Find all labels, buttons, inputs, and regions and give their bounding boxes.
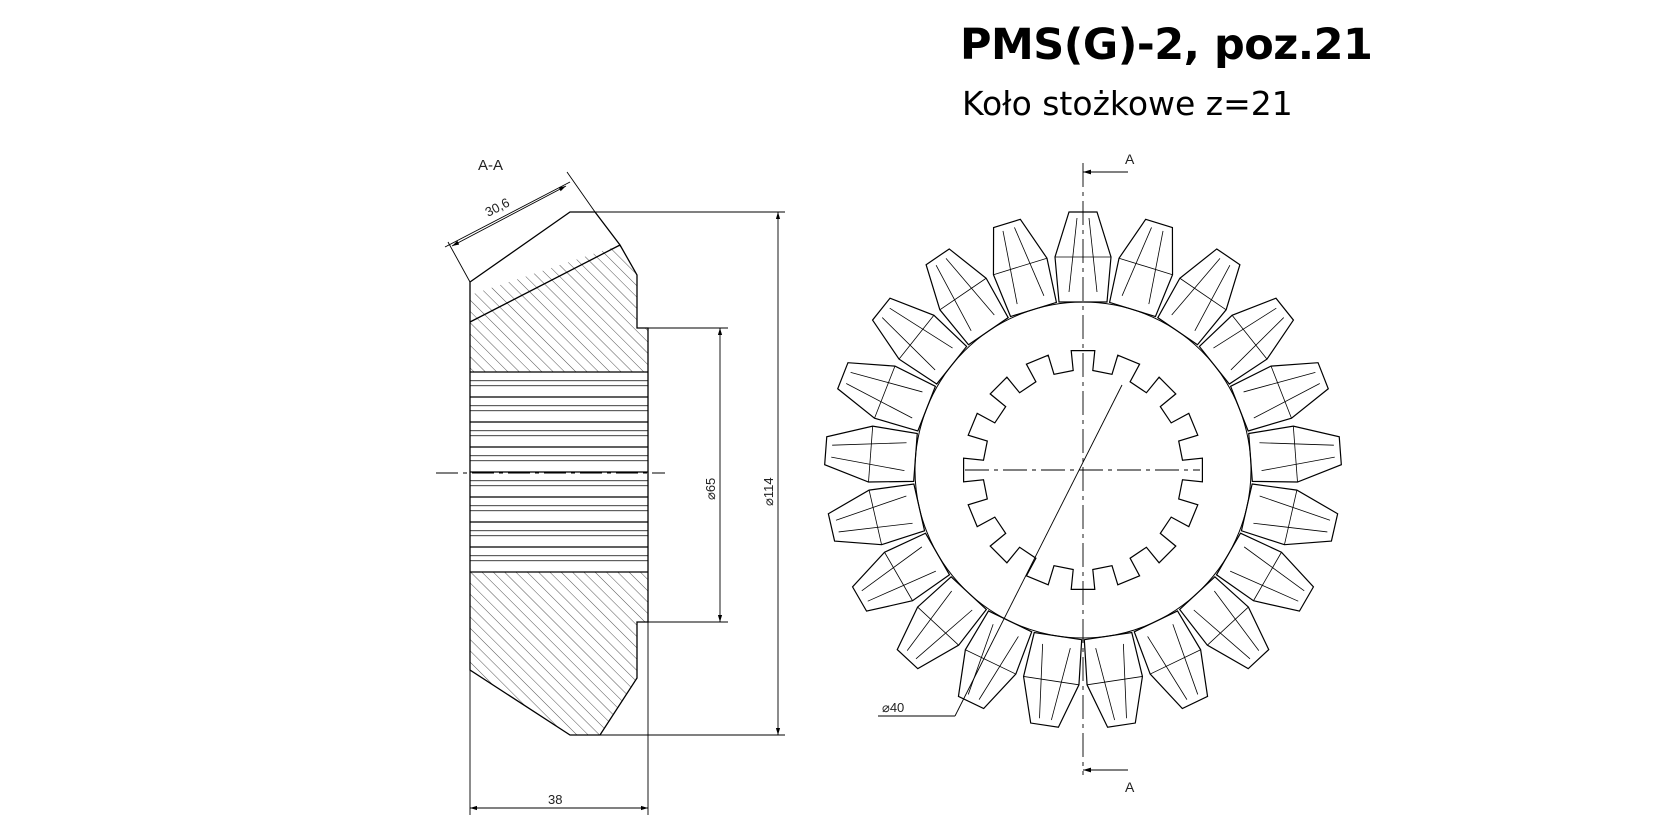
gear-tooth-detail bbox=[1088, 217, 1098, 293]
dim-inner-leader bbox=[954, 384, 1123, 717]
gear-tooth-detail bbox=[898, 315, 935, 360]
gear-tooth-detail bbox=[1150, 649, 1201, 675]
front-view bbox=[824, 163, 1342, 775]
gear-tooth-detail bbox=[1253, 383, 1320, 419]
gear-tooth-detail bbox=[906, 590, 952, 651]
gear-tooth-detail bbox=[993, 257, 1048, 276]
section-hatch-upper bbox=[470, 245, 648, 372]
gear-tooth-detail bbox=[1270, 365, 1292, 419]
dim-face-line bbox=[451, 185, 567, 247]
gear-tooth-detail bbox=[867, 570, 937, 602]
gear-tooth-detail bbox=[889, 307, 953, 349]
gear-tooth-detail bbox=[945, 258, 995, 316]
dim-bore-text: ⌀65 bbox=[703, 478, 718, 500]
gear-tooth-detail bbox=[835, 495, 907, 521]
spline-bore bbox=[470, 371, 648, 573]
dim-width-text: 38 bbox=[548, 792, 562, 807]
gear-tooth bbox=[992, 218, 1058, 318]
section-dimensions bbox=[444, 171, 785, 815]
gear-tooth bbox=[1022, 631, 1083, 728]
gear-tooth-detail bbox=[1292, 426, 1298, 483]
gear-tooth-detail bbox=[1122, 643, 1127, 719]
gear-tooth bbox=[1240, 483, 1339, 546]
gear-tooth bbox=[1108, 218, 1174, 318]
gear-tooth-detail bbox=[1118, 257, 1173, 276]
gear-tooth-detail bbox=[1171, 258, 1221, 316]
section-marker-bottom: A bbox=[1125, 779, 1135, 795]
gear-tooth-detail bbox=[1230, 317, 1285, 371]
gear-tooth-detail bbox=[915, 609, 973, 660]
dim-outer-text: ⌀114 bbox=[761, 477, 776, 506]
section-view bbox=[436, 211, 665, 736]
gear-tooth-detail bbox=[861, 546, 923, 592]
gear-tooth-detail bbox=[1243, 546, 1305, 592]
gear-tooth-detail bbox=[881, 317, 936, 371]
gear-tooth-detail bbox=[1259, 495, 1331, 521]
gear-tooth-detail bbox=[1207, 606, 1249, 646]
gear-tooth-detail bbox=[1014, 227, 1045, 296]
gear-tooth-detail bbox=[1050, 647, 1071, 721]
gear-tooth-detail bbox=[978, 636, 1019, 700]
gear-tooth-detail bbox=[1261, 456, 1335, 472]
gear-tooth-detail bbox=[1229, 570, 1299, 602]
gear-tooth-detail bbox=[965, 649, 1016, 675]
drawing-title: PMS(G)-2, poz.21 bbox=[960, 20, 1373, 70]
section-label: A-A bbox=[478, 157, 503, 174]
dim-face-ext1 bbox=[447, 241, 471, 283]
gear-tooth-detail bbox=[868, 490, 882, 545]
dim-face-ext2 bbox=[566, 171, 596, 213]
gear-tooth-detail bbox=[935, 264, 972, 332]
gear-tooth-detail bbox=[917, 606, 959, 646]
gear-tooth-detail bbox=[1243, 371, 1316, 393]
dim-face-text: 30,6 bbox=[483, 195, 512, 220]
gear-tooth-detail bbox=[1086, 676, 1143, 686]
section-hatch-lower bbox=[470, 572, 648, 735]
gear-tooth-detail bbox=[1147, 636, 1188, 700]
gear-tooth-detail bbox=[1121, 227, 1152, 296]
gear-tooth-detail bbox=[838, 522, 913, 533]
gear-tooth-detail bbox=[1179, 277, 1227, 311]
gear-tooth-detail bbox=[1259, 442, 1334, 446]
gear-tooth-detail bbox=[874, 365, 896, 419]
gear-tooth-detail bbox=[939, 277, 987, 311]
gear-tooth-detail bbox=[884, 552, 913, 601]
gear-tooth-detail bbox=[1095, 647, 1116, 721]
gear-tooth-detail bbox=[1284, 490, 1298, 545]
gear-tooth-detail bbox=[1172, 624, 1199, 695]
dim-face-extension bbox=[444, 181, 571, 248]
gear-tooth-detail bbox=[1213, 307, 1277, 349]
gear-tooth-detail bbox=[1194, 264, 1231, 332]
gear-tooth bbox=[827, 483, 926, 546]
gear-tooth-detail bbox=[1039, 643, 1044, 719]
gear-tooth-detail bbox=[850, 371, 923, 393]
section-marker-top: A bbox=[1125, 151, 1135, 167]
gear-tooth-detail bbox=[831, 456, 905, 472]
gear-tooth-detail bbox=[1002, 230, 1018, 305]
gear-tooth-detail bbox=[1253, 522, 1328, 533]
tooth-root-line bbox=[469, 244, 621, 323]
dim-inner-text: ⌀40 bbox=[882, 700, 904, 715]
gear-tooth-detail bbox=[1068, 217, 1078, 293]
section-outline bbox=[469, 211, 649, 736]
gear-tooth-detail bbox=[832, 442, 907, 446]
gear-tooth-detail bbox=[1023, 676, 1080, 686]
gear-teeth bbox=[824, 211, 1342, 728]
gear-tooth-detail bbox=[1148, 230, 1164, 305]
gear-tooth-detail bbox=[846, 383, 913, 419]
gear-tooth-detail bbox=[1253, 552, 1282, 601]
gear-tooth-detail bbox=[1214, 590, 1260, 651]
gear-tooth-detail bbox=[1193, 609, 1251, 660]
gear-tooth-detail bbox=[868, 426, 874, 483]
drawing-subtitle: Koło stożkowe z=21 bbox=[962, 84, 1293, 123]
gear-tooth-detail bbox=[967, 624, 994, 695]
gear-tooth bbox=[1083, 631, 1144, 728]
gear-tooth-detail bbox=[1231, 315, 1268, 360]
